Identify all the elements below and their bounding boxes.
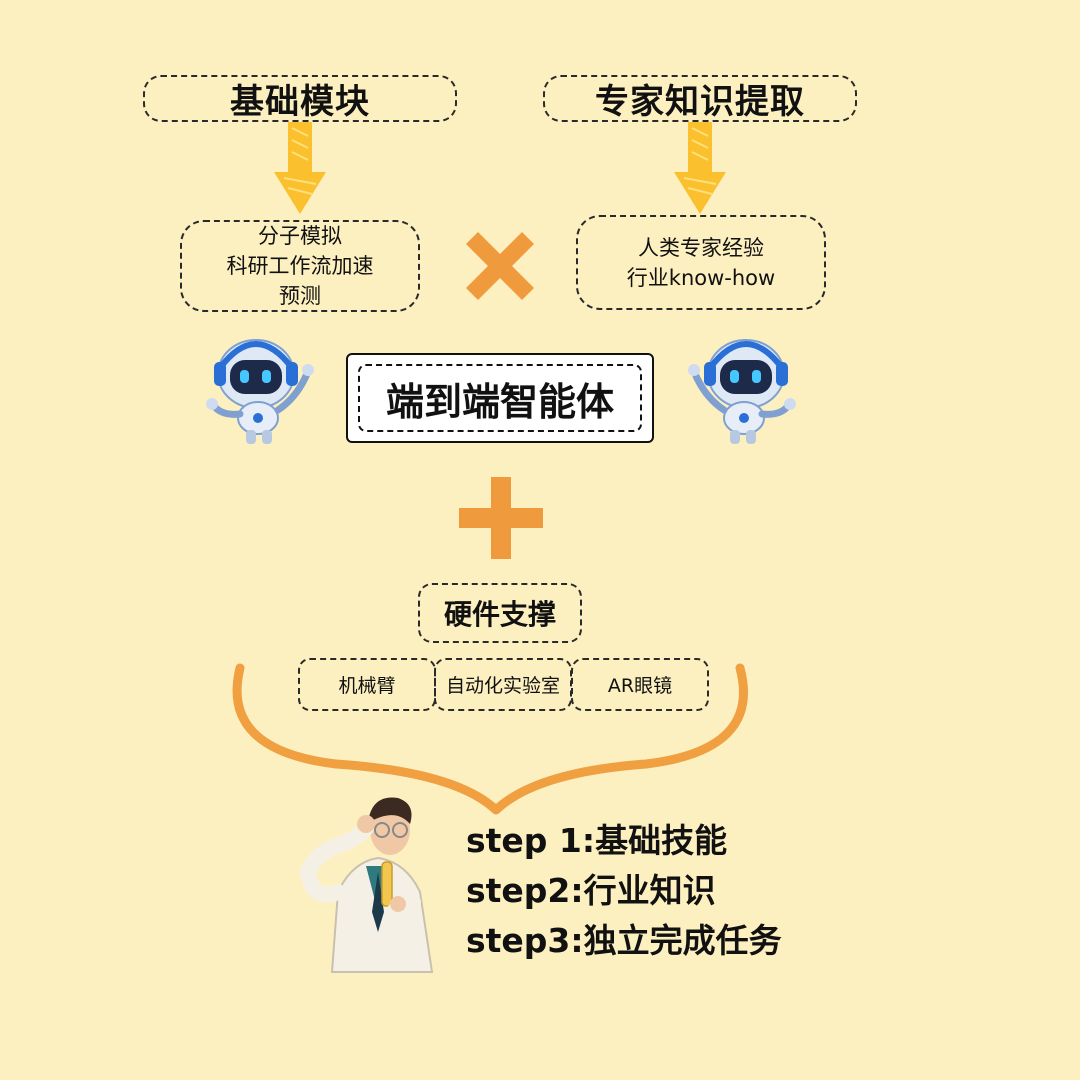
expert-knowledge-label: 专家知识提取 <box>595 82 805 122</box>
expert-knowledge-title: 专家知识提取 <box>543 75 857 122</box>
basic-module-title: 基础模块 <box>143 75 457 122</box>
hardware-item-label: 自动化实验室 <box>445 675 560 697</box>
list-item: 分子模拟 <box>258 224 342 248</box>
plus-icon <box>459 477 543 559</box>
multiply-icon <box>465 231 535 301</box>
robot-icon <box>206 339 314 444</box>
down-arrow-icon <box>274 122 326 214</box>
steps-list: step 1:基础技能 step2:行业知识 step3:独立完成任务 <box>466 816 782 966</box>
hardware-support-label: 硬件支撑 <box>443 598 556 631</box>
list-item: 行业know-how <box>626 265 776 290</box>
expert-knowledge-items: 人类专家经验 行业know-how <box>576 215 826 310</box>
hardware-support-title: 硬件支撑 <box>418 583 582 643</box>
hardware-item-label: 机械臂 <box>338 675 396 697</box>
basic-module-items: 分子模拟 科研工作流加速 预测 <box>180 220 420 312</box>
list-item: 预测 <box>279 284 321 308</box>
hardware-item-label: AR眼镜 <box>607 675 673 697</box>
end-to-end-agent-box: 端到端智能体 <box>346 353 654 443</box>
step-item: step3:独立完成任务 <box>466 921 782 960</box>
basic-module-label: 基础模块 <box>230 82 370 122</box>
hardware-item-ar-glasses: AR眼镜 <box>571 658 709 711</box>
step-item: step2:行业知识 <box>466 871 716 910</box>
down-arrow-icon <box>674 122 726 214</box>
scientist-icon <box>299 797 434 973</box>
list-item: 科研工作流加速 <box>226 254 374 278</box>
end-to-end-agent-title: 端到端智能体 <box>358 364 642 432</box>
step-item: step 1:基础技能 <box>466 821 728 860</box>
robot-icon <box>688 339 796 444</box>
curly-brace-icon <box>232 663 748 815</box>
list-item: 人类专家经验 <box>638 235 764 260</box>
